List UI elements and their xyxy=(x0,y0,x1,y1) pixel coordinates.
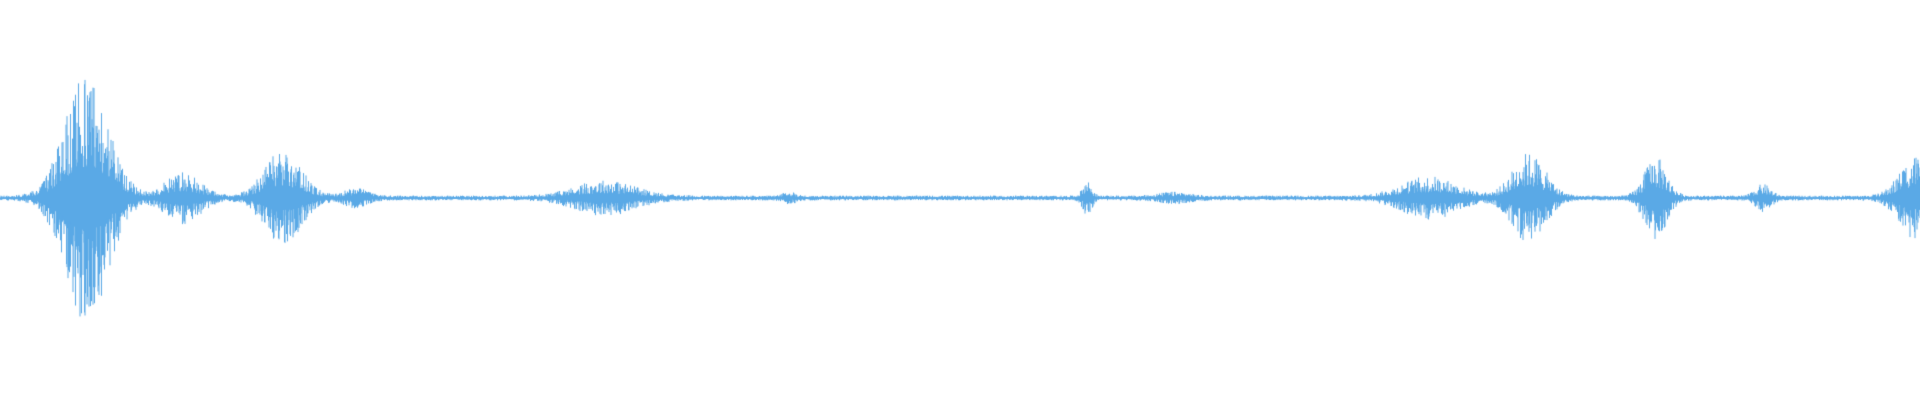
audio-waveform xyxy=(0,0,1920,400)
